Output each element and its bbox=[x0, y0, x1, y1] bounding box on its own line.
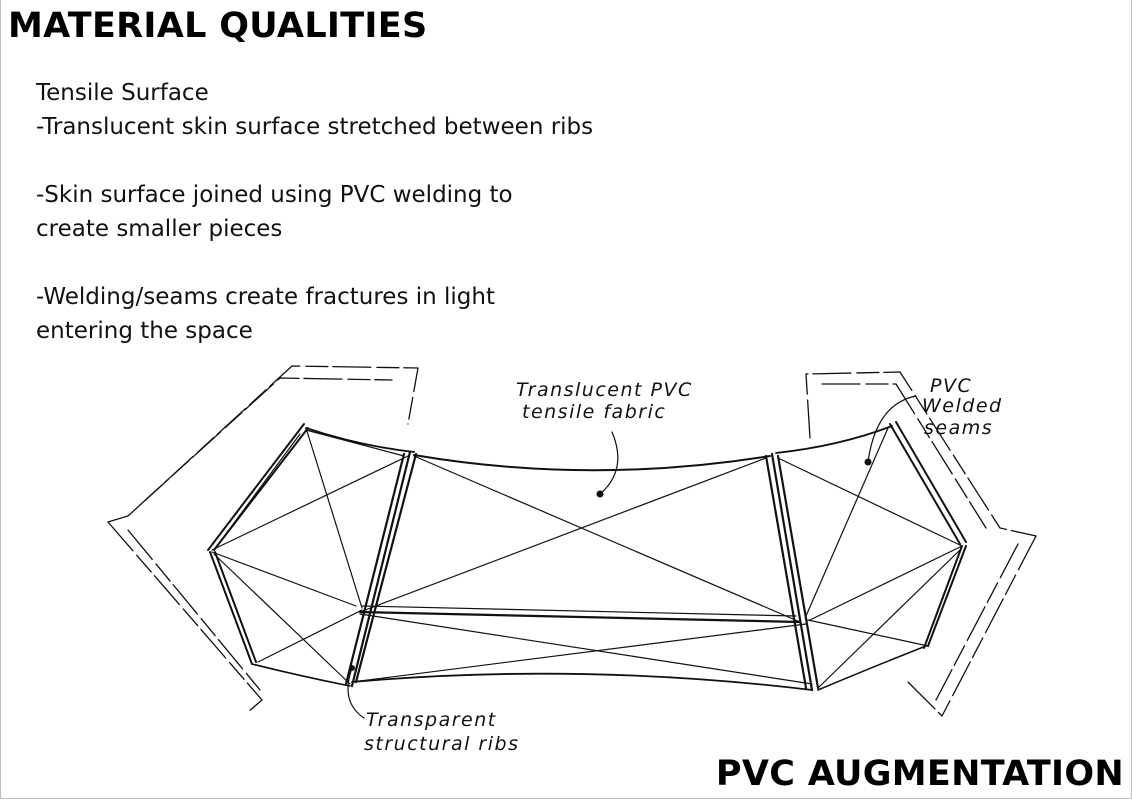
footer-title: PVC AUGMENTATION bbox=[715, 754, 1124, 794]
central-spine bbox=[358, 610, 802, 624]
annotation-fabric-line1: Translucent PVC bbox=[516, 379, 693, 401]
annotation-seams-line3: seams bbox=[924, 417, 993, 439]
annotation-ribs-line2: structural ribs bbox=[364, 733, 519, 755]
annotation-ribs-line1: Transparent bbox=[366, 709, 497, 731]
fabric-annotation-leader bbox=[599, 431, 619, 495]
fabric-top-edge-left bbox=[305, 427, 415, 453]
notes-block: Tensile Surface -Translucent skin surfac… bbox=[36, 76, 593, 348]
annotation-fabric-line2: tensile fabric bbox=[522, 401, 666, 423]
left-wall-outline bbox=[107, 365, 419, 713]
fabric-bottom-edge-left bbox=[251, 663, 351, 687]
seams-annotation-leader bbox=[867, 395, 917, 463]
right-wall-outline bbox=[805, 371, 1037, 717]
fabric-bottom-edge-right bbox=[817, 645, 927, 691]
fabric-top-edge-center bbox=[413, 454, 771, 472]
left-end-arms bbox=[207, 423, 309, 665]
right-end-arms bbox=[889, 421, 967, 649]
annotation-dots bbox=[349, 458, 872, 671]
note-seams-fractures-line1: -Welding/seams create fractures in light bbox=[36, 284, 496, 310]
notes-heading: Tensile Surface bbox=[36, 80, 209, 106]
note-seams-fractures-line2: entering the space bbox=[36, 318, 253, 344]
fabric-bottom-edge-center bbox=[351, 672, 813, 691]
page-title: MATERIAL QUALITIES bbox=[8, 6, 428, 46]
structural-rib-left bbox=[344, 450, 418, 688]
annotation-seams-line1: PVC bbox=[930, 375, 972, 397]
note-pvc-welding-line2: create smaller pieces bbox=[36, 216, 283, 242]
annotation-seams-line2: Welded bbox=[922, 395, 1003, 417]
fabric-top-edge-right bbox=[775, 425, 893, 454]
note-pvc-welding-line1: -Skin surface joined using PVC welding t… bbox=[36, 182, 513, 208]
note-translucent-skin: -Translucent skin surface stretched betw… bbox=[36, 114, 594, 140]
ribs-annotation-leader bbox=[347, 667, 365, 719]
structural-rib-right bbox=[764, 452, 820, 692]
tensile-fabric-lines bbox=[211, 427, 963, 689]
central-spine-shadow bbox=[361, 605, 797, 617]
